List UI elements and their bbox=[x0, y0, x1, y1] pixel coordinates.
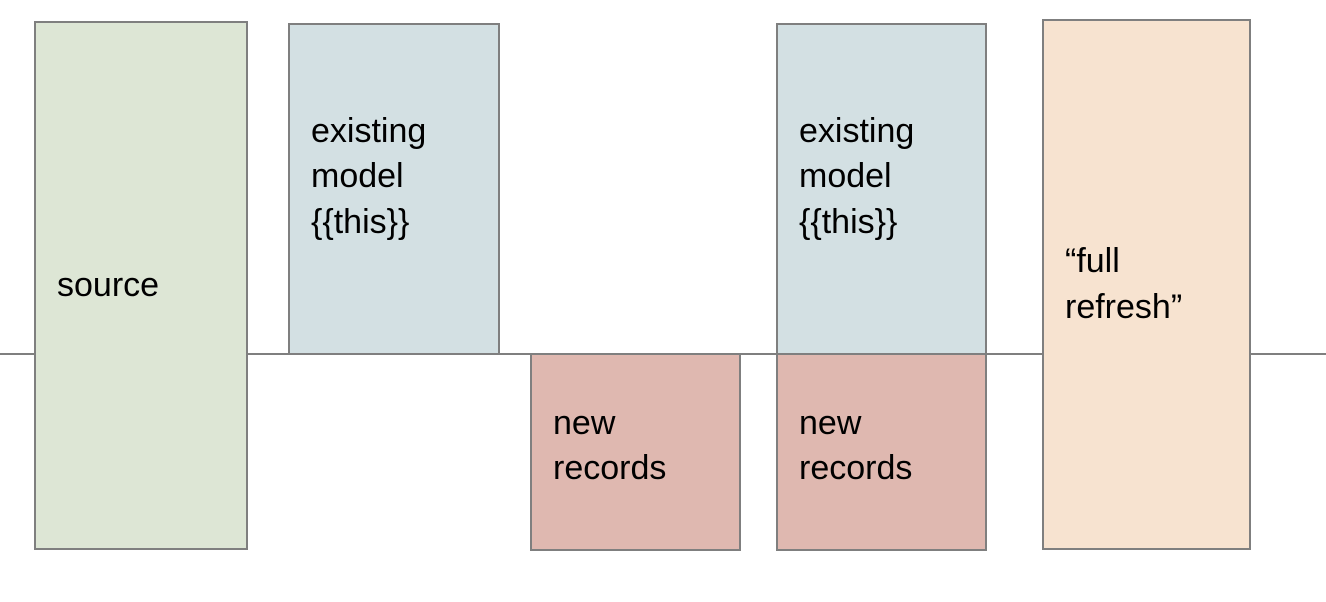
box-existing-model-2-label: existing model {{this}} bbox=[799, 112, 915, 241]
box-source-label: source bbox=[57, 265, 160, 304]
box-new-records-1-label: new records bbox=[553, 403, 667, 487]
box-new-records-2-label: new records bbox=[799, 403, 913, 487]
box-new-records-2[interactable]: new records bbox=[776, 353, 987, 551]
box-existing-model-2[interactable]: existing model {{this}} bbox=[776, 23, 987, 355]
box-new-records-1[interactable]: new records bbox=[530, 353, 741, 551]
box-existing-model-1-label: existing model {{this}} bbox=[311, 112, 427, 241]
box-full-refresh-label: “full refresh” bbox=[1065, 242, 1183, 326]
box-source[interactable]: source bbox=[34, 21, 248, 550]
box-full-refresh[interactable]: “full refresh” bbox=[1042, 19, 1251, 550]
box-existing-model-1[interactable]: existing model {{this}} bbox=[288, 23, 500, 355]
